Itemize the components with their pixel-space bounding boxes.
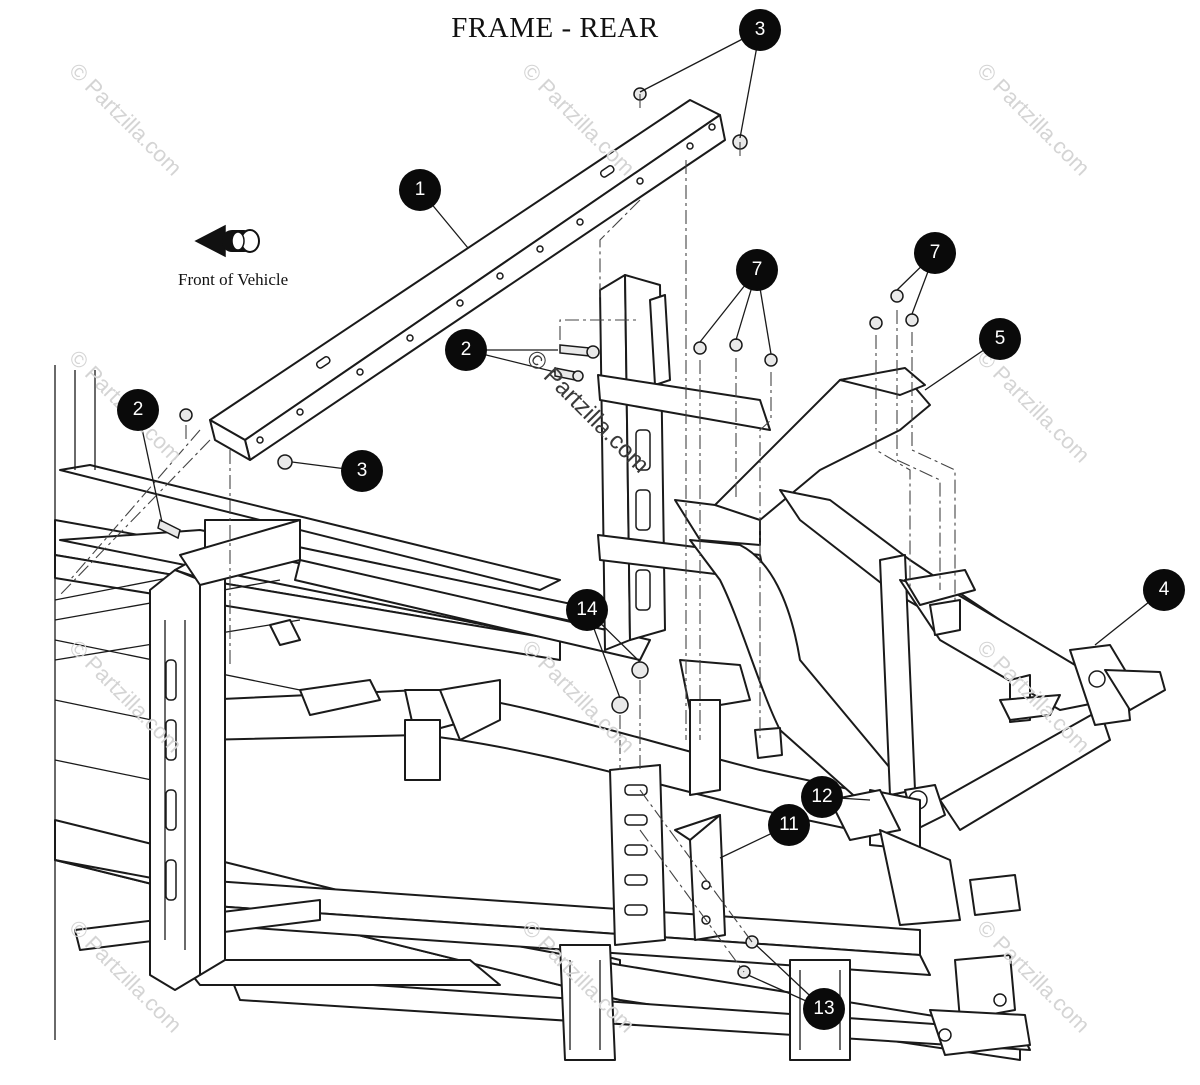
upper-rear-frame (269, 274, 1166, 1056)
hardware-fasteners (157, 87, 919, 979)
left-upright-post (149, 519, 301, 991)
callout-part-1[interactable]: 1 (399, 169, 441, 211)
assembly-guide-lines (59, 94, 956, 973)
callout-part-7[interactable]: 7 (736, 249, 778, 291)
diagram-title: FRAME - REAR (451, 12, 659, 44)
callout-part-3[interactable]: 3 (739, 9, 781, 51)
callout-part-3[interactable]: 3 (341, 450, 383, 492)
part-1-cross-bar (209, 99, 726, 461)
callout-part-2[interactable]: 2 (445, 329, 487, 371)
callout-part-14[interactable]: 14 (566, 589, 608, 631)
callout-part-4[interactable]: 4 (1143, 569, 1185, 611)
center-upright-panel (559, 764, 851, 1061)
callout-part-2[interactable]: 2 (117, 389, 159, 431)
callout-part-11[interactable]: 11 (768, 804, 810, 846)
callout-part-13[interactable]: 13 (803, 988, 845, 1030)
callout-part-12[interactable]: 12 (801, 776, 843, 818)
front-of-vehicle-label: Front of Vehicle (178, 270, 289, 289)
direction-arrow-icon (194, 224, 260, 258)
part-11-bracket (674, 814, 726, 941)
callout-part-7[interactable]: 7 (914, 232, 956, 274)
callout-part-5[interactable]: 5 (979, 318, 1021, 360)
